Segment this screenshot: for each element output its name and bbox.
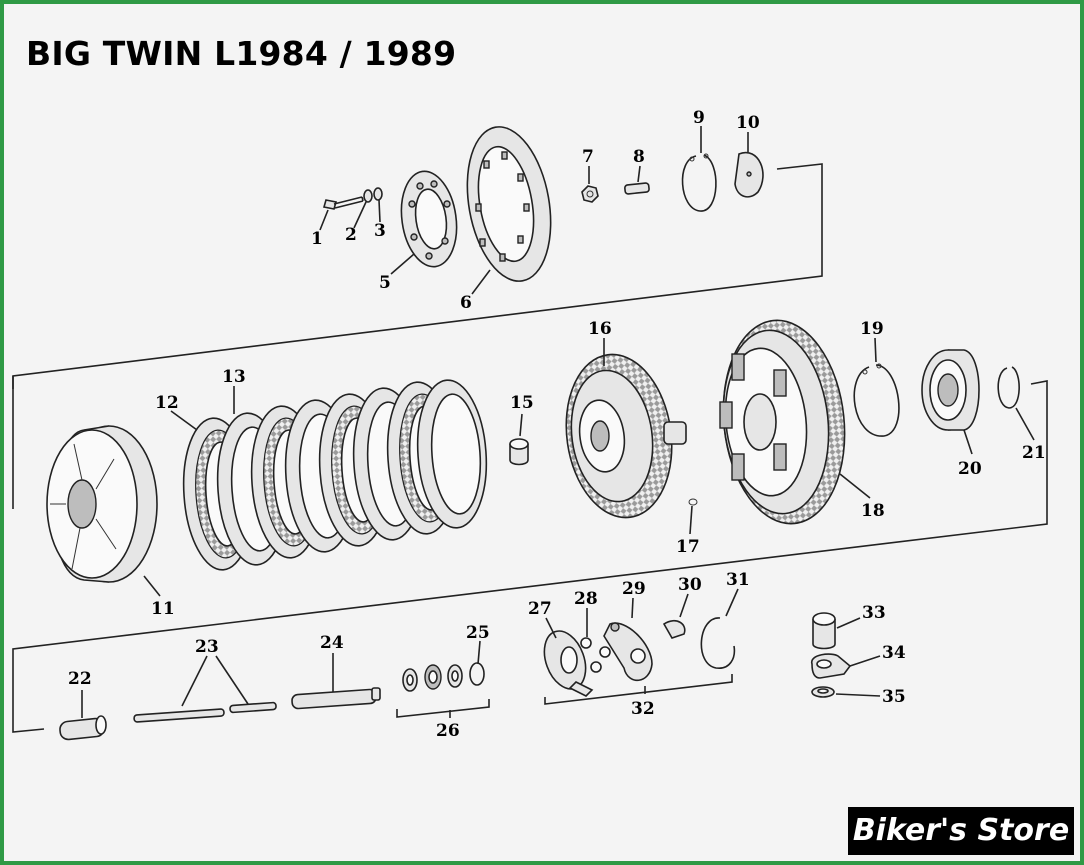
callout-28: 28: [574, 589, 598, 609]
ball-part-28: [580, 637, 611, 673]
callout-23: 23: [195, 637, 219, 657]
clutch-hub-part-16: [565, 353, 687, 519]
callout-33: 33: [862, 603, 886, 623]
bolt-part-1: [322, 196, 364, 210]
ramp-part-29: [603, 622, 653, 682]
pressure-plate-part-6: [466, 126, 552, 282]
snap-ring-part-9: [681, 153, 717, 212]
washer-part-3: [373, 187, 383, 201]
retaining-ring-part-31: [700, 617, 736, 669]
callout-19: 19: [860, 319, 884, 339]
washer-part-2: [363, 189, 373, 203]
callout-1: 1: [311, 229, 323, 249]
snap-ring-part-19: [853, 363, 900, 437]
pushrod-part-23: [133, 701, 277, 723]
leader-lines: [81, 126, 1035, 718]
clip-part-30: [662, 619, 686, 639]
pushrod-part-24: [291, 687, 381, 710]
callout-18: 18: [861, 501, 885, 521]
callout-27: 27: [528, 599, 552, 619]
callout-29: 29: [622, 579, 646, 599]
callout-20: 20: [958, 459, 982, 479]
callout-9: 9: [693, 108, 705, 128]
snap-ring-part-25: [469, 662, 485, 686]
callout-35: 35: [882, 687, 906, 707]
clutch-shell-part-11: [46, 425, 158, 583]
callout-30: 30: [678, 575, 702, 595]
callout-34: 34: [882, 643, 906, 663]
callout-25: 25: [466, 623, 490, 643]
callout-26: 26: [436, 721, 460, 741]
callout-16: 16: [588, 319, 612, 339]
clutch-basket-part-18: [719, 319, 846, 525]
callout-21: 21: [1022, 443, 1046, 463]
callout-8: 8: [633, 147, 645, 167]
callout-10: 10: [736, 113, 760, 133]
pin-part-8: [624, 182, 650, 195]
callout-5: 5: [379, 273, 391, 293]
callout-15: 15: [510, 393, 534, 413]
callout-17: 17: [676, 537, 700, 557]
bracket-32: [544, 674, 733, 705]
callout-2: 2: [345, 225, 357, 245]
retaining-plate-part-5: [400, 170, 458, 268]
callout-11: 11: [151, 599, 175, 619]
callout-31: 31: [726, 570, 750, 590]
lever-part-34: [811, 653, 852, 679]
callout-6: 6: [460, 293, 472, 313]
o-ring-part-17: [688, 498, 698, 506]
callout-24: 24: [320, 633, 344, 653]
ramp-part-27: [543, 630, 594, 697]
nut-part-7: [581, 185, 599, 203]
callout-22: 22: [68, 669, 92, 689]
bracket-26: [396, 699, 490, 718]
bearing-set-part-26: [402, 664, 463, 692]
pin-part-22: [59, 715, 107, 741]
bushing-part-15: [509, 438, 529, 466]
clip-part-35: [811, 686, 835, 698]
exploded-parts-diagram: 1 2 3 5 6 7 8 9 10 11 12 13 15 16 17 18 …: [12, 108, 1048, 741]
callout-3: 3: [374, 221, 386, 241]
callout-12: 12: [155, 393, 179, 413]
callout-13: 13: [222, 367, 246, 387]
bikers-store-watermark: Biker's Store: [848, 807, 1074, 855]
retaining-ring-part-21: [997, 366, 1020, 409]
cover-part-10: [734, 151, 764, 198]
page-title: BIG TWIN L1984 / 1989: [26, 34, 457, 73]
callout-32: 32: [631, 699, 655, 719]
callout-labels: 1 2 3 5 6 7 8 9 10 11 12 13 15 16 17 18 …: [68, 108, 1046, 741]
callout-7: 7: [582, 147, 594, 167]
section-outlines: [12, 163, 1048, 733]
sleeve-part-33: [812, 612, 836, 650]
bearing-part-20: [921, 349, 980, 431]
clutch-plate-stack: [182, 379, 488, 571]
